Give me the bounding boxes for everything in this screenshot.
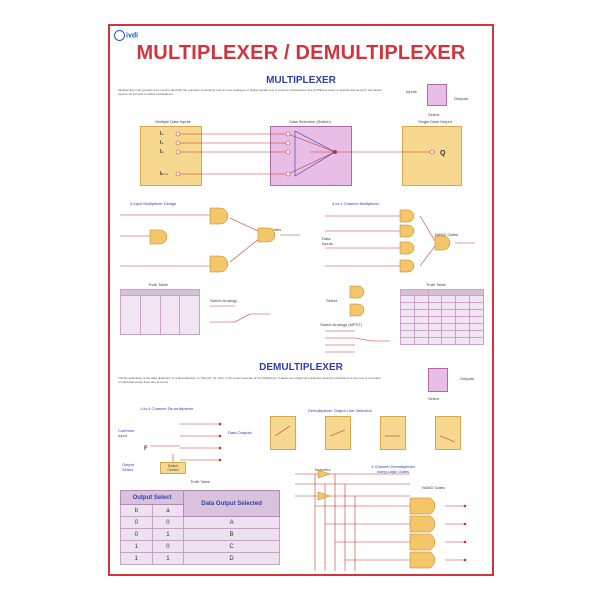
four-to-one-label: 4-to-1 Channel Multiplexer [332,201,379,206]
cell-output: D [183,552,280,565]
mux-intro: Multiplexing is the generic term used to… [118,88,382,96]
table-row: 1 0 C [120,540,280,553]
mux-truth-table-label: Truth Table [148,282,168,287]
mux-block-outputs-label: Outputs [454,96,469,101]
mux-block-inputs-label: Inputs [406,89,417,94]
multiple-inputs-panel [140,126,202,186]
mux-heading: MULTIPLEXER [266,75,336,86]
mux-truth-table-label-2: Truth Table [426,282,446,287]
mux-truth-table-left [120,289,200,335]
logo-icon [114,30,125,41]
cell-output: B [183,528,280,541]
cell-output: C [183,540,280,553]
input-i0: I₀ [160,131,164,137]
table-row: 0 1 B [120,528,280,541]
logo: ivdi [114,30,138,41]
multiple-inputs-header: Multiple Data Inputs [155,119,191,124]
table-row: 1 1 D [120,552,280,565]
demux-intro: The Demultiplexer is the data distributo… [118,376,381,384]
poster: ivdi MULTIPLEXER / DEMULTIPLEXER MULTIPL… [108,24,494,576]
inverters-label: Inverters [315,467,331,472]
demux-line-box-4 [435,416,461,450]
page-title: MULTIPLEXER / DEMULTIPLEXER [136,42,466,64]
demux-truth-table: Output Select Data Output Selected b a 0… [119,490,280,565]
demux-truth-table-label: Truth Table [190,479,210,484]
data-selection-panel [270,126,352,186]
output-q: Q [440,150,446,157]
input-in: Iₙ₋₁ [160,171,169,177]
single-output-header: Single Data Output [418,119,452,124]
circuit-diagrams [120,130,475,571]
channel-logic-label: 4 Channel Demultiplexer using Logic Gate… [371,464,415,474]
mux-block-select-label: Select [428,112,440,117]
data-outputs-label: Data Outputs [228,430,252,435]
demux-block-select-label: Select [428,396,440,401]
table-row: 0 0 A [120,516,280,529]
cell-a: 0 [151,516,185,529]
single-output-panel [402,126,462,186]
cell-a: 1 [151,528,185,541]
th-output-select: Output Select [119,490,185,505]
switch-control-box [160,462,186,474]
demux-block-symbol [428,368,448,392]
cell-a: 1 [151,552,185,565]
data-selection-header: Data Selection (Switch) [289,119,331,124]
th-b: b [120,504,153,517]
data-inputs-label: Data Inputs [322,236,333,246]
input-f-label: F [144,446,148,452]
demux-line-box-3 [380,416,406,450]
mux-truth-table-right [400,289,485,345]
select-label: Select [326,298,338,303]
common-input-label: Common Input [118,428,135,438]
demux-nand-gates-label: NAND Gates [422,485,446,490]
demux-heading: DEMULTIPLEXER [259,362,343,373]
demux-line-box-1 [270,416,296,450]
nand-gates-label-2: NAND Gates [435,232,459,237]
demux-block-outputs-label: Outputs [460,376,475,381]
switch-analogy-mpst-label: Switch Analogy (MPST) [320,322,363,327]
cell-b: 0 [120,528,153,541]
input-i2: I₂ [160,149,164,155]
line-selection-label: Demultiplexer Output Line Selection [308,408,372,413]
th-data-output: Data Output Selected [183,490,280,517]
two-input-design-label: 2-input Multiplexer Design [130,201,177,206]
one-to-four-label: 1-to-4 Channel De-multiplexer [140,406,194,411]
switch-control-label: Switch Control [167,464,179,472]
logo-text: ivdi [126,32,139,40]
cell-a: 0 [151,540,185,553]
mux-block-symbol [427,84,447,106]
input-i1: I₁ [160,140,164,146]
output-select-label: Output Select [122,462,135,472]
cell-b: 1 [120,552,153,565]
switch-analogy-label: Switch Analogy [210,298,238,303]
